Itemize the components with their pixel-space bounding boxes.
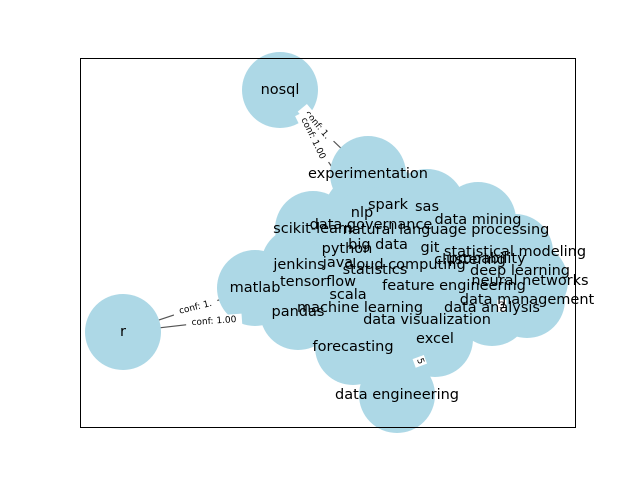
node-nosql[interactable]: [242, 52, 318, 128]
node-label-nlp: nlp: [351, 205, 373, 221]
node-label-neural-networks: neural networks: [471, 273, 588, 289]
node-label-tensorflow: tensorflow: [280, 274, 356, 290]
node-label-pandas: pandas: [272, 304, 325, 320]
node-label-git: git: [421, 240, 440, 256]
node-label-data-management: data management: [460, 292, 595, 308]
node-label-big-data: big data: [348, 237, 408, 253]
nodes-layer: [85, 52, 568, 433]
node-label-python: python: [322, 241, 373, 257]
edge-label-background: [185, 313, 243, 330]
node-label-data-engineering: data engineering: [335, 387, 459, 403]
node-label-probability: probability: [448, 251, 526, 267]
edge-label-background: [412, 355, 428, 368]
node-label-cloud-computing: cloud computing: [344, 257, 465, 273]
node-label-jenkins: jenkins: [272, 257, 324, 273]
edge-label-background: [172, 296, 220, 320]
node-label-excel: excel: [416, 331, 454, 347]
axes-frame: [80, 58, 576, 428]
node-label-scala: scala: [329, 287, 366, 303]
edge-label: conf: 1.00: [191, 315, 237, 328]
edge-label: 5: [414, 357, 425, 366]
node-label-data-mining: data mining: [434, 212, 521, 228]
node-label-r: r: [120, 324, 126, 340]
node-label-statistics: statistics: [343, 262, 408, 278]
node-forecasting[interactable]: [315, 309, 391, 385]
node-label-statistical-modeling: statistical modeling: [444, 244, 586, 260]
node-label-scikit-learn: scikit-learn: [273, 221, 353, 237]
edge-label-group-5: 5: [412, 355, 428, 368]
node-label-data-analysis: data analysis: [444, 300, 540, 316]
node-label-nosql: nosql: [261, 82, 300, 98]
node-label-java: java: [322, 255, 353, 271]
node-label-data-governance: data governance: [310, 217, 433, 233]
node-label-sas: sas: [415, 199, 439, 215]
node-label-deep-learning: deep learning: [470, 263, 570, 279]
node-label-clustering: clustering: [434, 252, 506, 268]
edge-label-group-3: conf: 1.00: [185, 313, 243, 330]
node-data-engineering[interactable]: [359, 357, 435, 433]
node-pandas[interactable]: [260, 274, 336, 350]
edge-label: 3: [499, 301, 505, 311]
edge-label-group-4: 3: [497, 299, 507, 312]
node-label-matlab: matlab: [230, 280, 281, 296]
node-label-feature-engineering: feature engineering: [382, 278, 526, 294]
node-label-natural-language-processing: natural language processing: [343, 222, 550, 238]
edge-label-background: [497, 299, 507, 312]
edge-label-background: [295, 110, 331, 167]
node-data-analysis[interactable]: [454, 270, 530, 346]
node-label-machine-learning: machine learning: [297, 300, 423, 316]
node-r[interactable]: [85, 294, 161, 370]
node-label-experimentation: experimentation: [308, 166, 428, 182]
node-label-data-visualization: data visualization: [363, 312, 491, 328]
node-label-spark: spark: [368, 197, 409, 213]
node-label-forecasting: forecasting: [312, 339, 393, 355]
